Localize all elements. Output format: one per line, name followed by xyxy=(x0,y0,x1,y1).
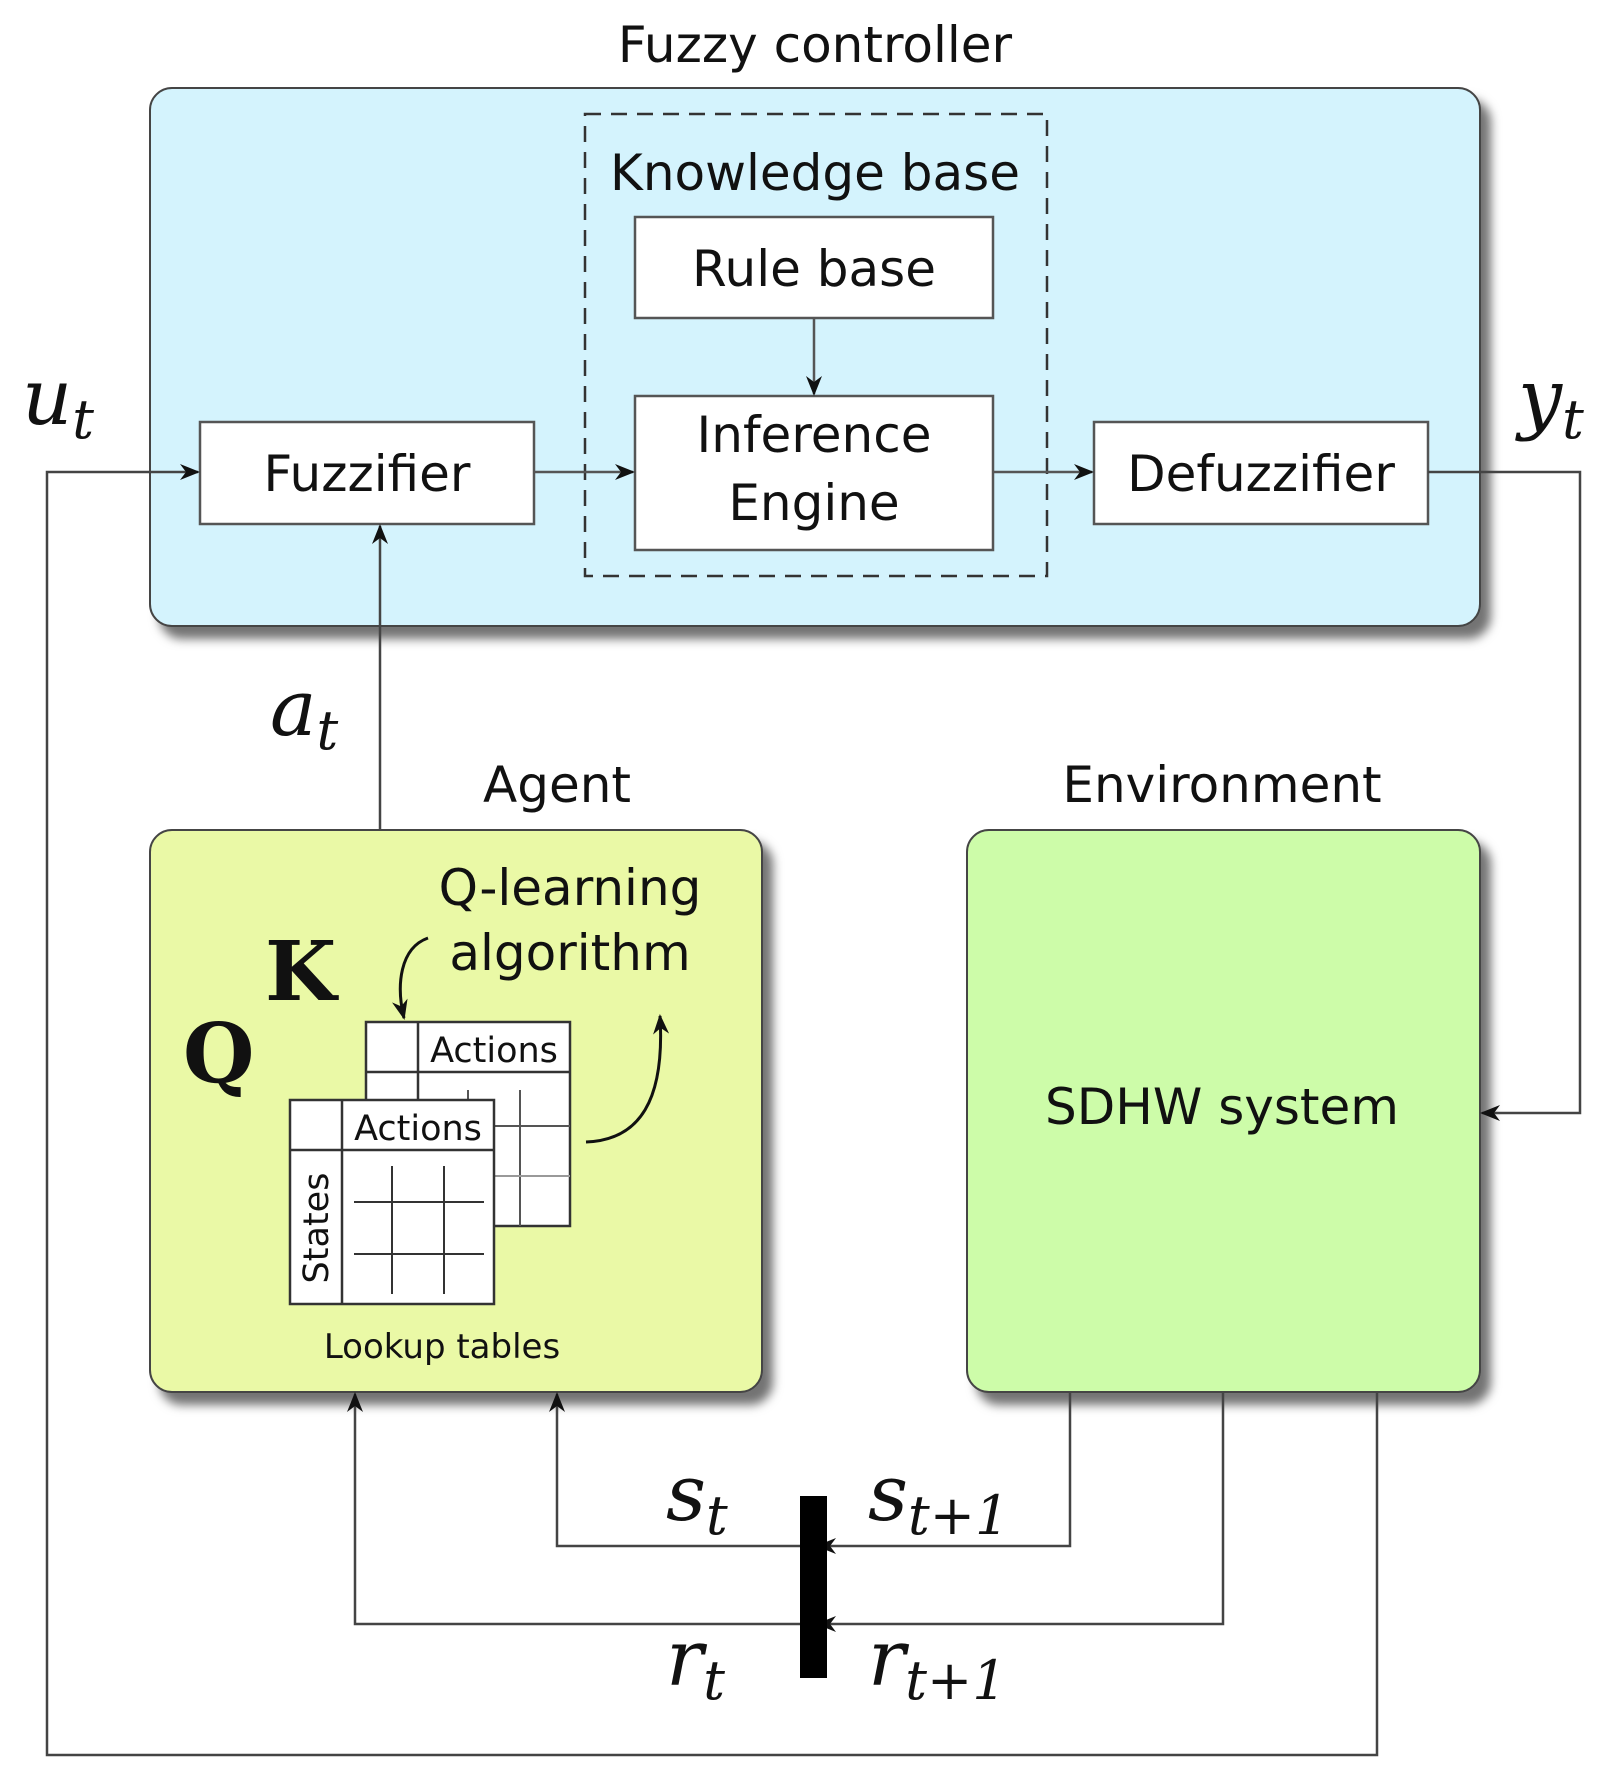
lookup-tables-caption: Lookup tables xyxy=(324,1327,560,1367)
fuzzifier-label: Fuzzifier xyxy=(264,445,471,503)
s-line xyxy=(549,1392,802,1548)
knowledge-base-title: Knowledge base xyxy=(610,144,1020,202)
rule-base-block xyxy=(633,215,995,320)
u-label: ut xyxy=(22,353,94,451)
q-learning-to-table-arrow xyxy=(391,936,429,1020)
q-learning-label-line1: Q-learning xyxy=(439,859,702,917)
s-next-label: st+1 xyxy=(868,1449,1009,1547)
environment-title: Environment xyxy=(1062,756,1381,814)
agent-title: Agent xyxy=(483,756,631,814)
lookup-table-front: Actions States xyxy=(288,1098,496,1306)
r-next-line xyxy=(816,1392,1225,1632)
delay-bar xyxy=(800,1496,827,1678)
a-label: at xyxy=(270,664,339,762)
inference-label-line2: Engine xyxy=(728,474,899,532)
fuzzifier-block xyxy=(198,420,536,526)
inference-label-line1: Inference xyxy=(697,406,932,464)
r-next-label: rt+1 xyxy=(868,1614,1007,1712)
s-label: st xyxy=(666,1449,728,1547)
rule-base-label: Rule base xyxy=(692,240,936,298)
sdhw-system-label: SDHW system xyxy=(1045,1078,1399,1136)
y-output-line xyxy=(1428,470,1582,1121)
actions-front-label: Actions xyxy=(354,1109,482,1149)
knowledge-base-region xyxy=(583,112,1049,578)
q-symbol: Q xyxy=(183,1006,254,1102)
actions-back-label: Actions xyxy=(430,1031,558,1071)
states-label: States xyxy=(297,1173,337,1284)
fuzzy-controller-title: Fuzzy controller xyxy=(618,16,1013,74)
k-symbol: K xyxy=(265,924,339,1020)
table-to-q-learning-arrow xyxy=(585,1014,670,1144)
inference-engine-block xyxy=(633,394,995,552)
r-label: rt xyxy=(666,1614,725,1712)
u-input-line xyxy=(45,464,1379,1757)
y-label: yt xyxy=(1515,353,1584,451)
defuzzifier-label: Defuzzifier xyxy=(1127,445,1395,503)
s-next-line xyxy=(816,1392,1072,1554)
q-learning-label-line2: algorithm xyxy=(449,924,690,982)
r-line xyxy=(347,1392,802,1626)
